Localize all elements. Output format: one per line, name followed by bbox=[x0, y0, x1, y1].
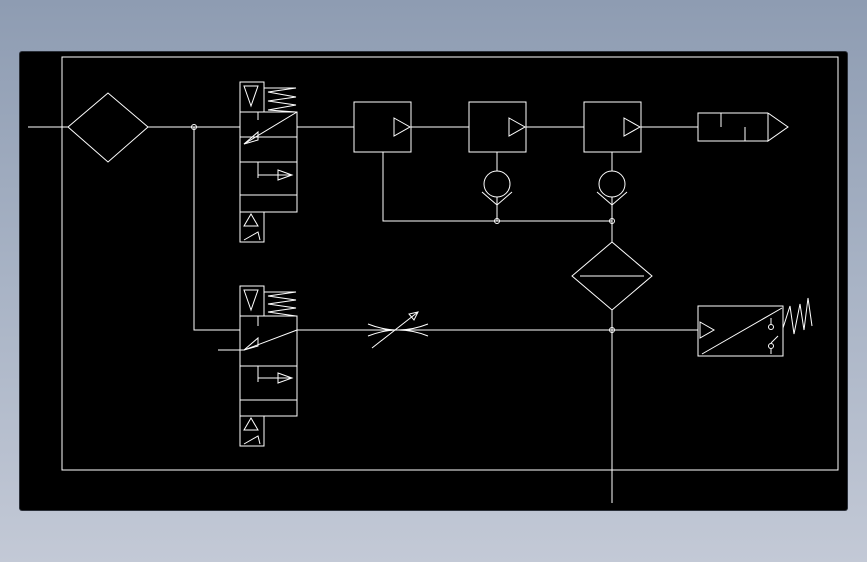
unit-3[interactable] bbox=[584, 102, 641, 152]
drawing-canvas[interactable] bbox=[20, 52, 847, 510]
valve-lower[interactable] bbox=[218, 286, 297, 446]
filter-secondary[interactable] bbox=[572, 242, 652, 310]
drawing-border bbox=[62, 57, 838, 470]
return-line bbox=[383, 152, 612, 221]
pressure-switch[interactable] bbox=[698, 298, 812, 356]
junction-node-4 bbox=[610, 328, 615, 333]
valve-upper[interactable] bbox=[240, 82, 297, 242]
filter-main[interactable] bbox=[68, 93, 148, 162]
flow-control[interactable] bbox=[368, 312, 428, 348]
unit-2[interactable] bbox=[469, 102, 526, 152]
unit-1[interactable] bbox=[354, 102, 411, 152]
junction-node-2 bbox=[495, 219, 500, 224]
supply-line-branch bbox=[194, 127, 240, 330]
outlet-nozzle[interactable] bbox=[698, 113, 788, 141]
